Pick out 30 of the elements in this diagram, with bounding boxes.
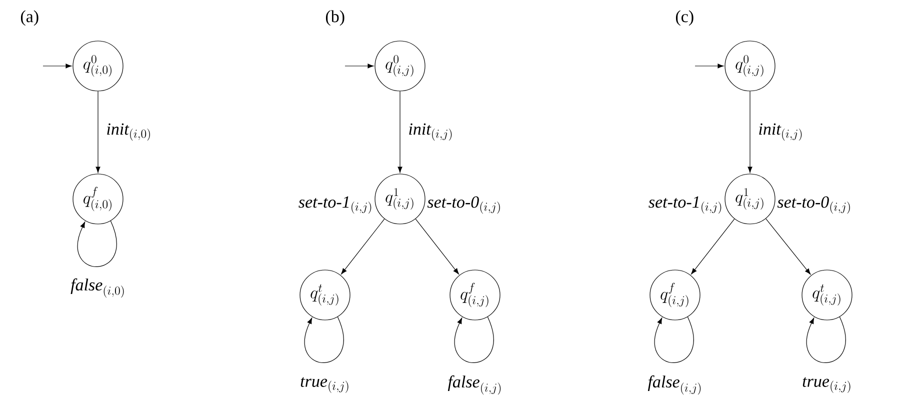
arrow	[766, 218, 811, 275]
self-loop-arrow	[304, 316, 344, 363]
start-arrow	[344, 64, 374, 68]
start-arrow	[694, 64, 724, 68]
edge-label: $\mathit{false}_{(i,j)}$	[648, 375, 701, 395]
edge-label: $\mathit{false}_{(i,0)}$	[70, 278, 124, 298]
edge-label: $\textit{set-to-0}_{(i,j)}$	[777, 196, 850, 214]
edge-label: $\mathit{init}_{(i,j)}$	[759, 123, 802, 141]
arrow	[398, 91, 402, 173]
edge-label: $\textit{set-to-0}_{(i,j)}$	[427, 196, 500, 214]
self-loop-arrow	[454, 316, 494, 363]
self-loop-arrow	[78, 220, 117, 267]
arrow	[748, 91, 752, 173]
arrow	[691, 218, 735, 274]
arrow	[415, 218, 459, 274]
edge-label: $\mathit{false}_{(i,j)}$	[448, 375, 501, 395]
edge-label: $\mathit{true}_{(i,j)}$	[300, 377, 348, 393]
edge-label: $\mathit{init}_{(i,j)}$	[409, 123, 452, 141]
self-loop-arrow	[654, 316, 694, 363]
panel-label: (a)	[20, 10, 38, 26]
start-arrow	[42, 64, 72, 68]
edge-label: $\textit{set-to-1}_{(i,j)}$	[648, 196, 722, 214]
edge-label: $\textit{set-to-1}_{(i,j)}$	[298, 196, 372, 214]
panel-label: (c)	[676, 10, 694, 26]
arrow	[96, 91, 100, 173]
edge-label: $\mathit{true}_{(i,j)}$	[802, 377, 850, 393]
panel-label: (b)	[326, 10, 344, 26]
edge-label: $\mathit{init}_{(i,0)}$	[107, 123, 150, 141]
self-loop-arrow	[806, 316, 846, 363]
arrow	[341, 218, 385, 274]
